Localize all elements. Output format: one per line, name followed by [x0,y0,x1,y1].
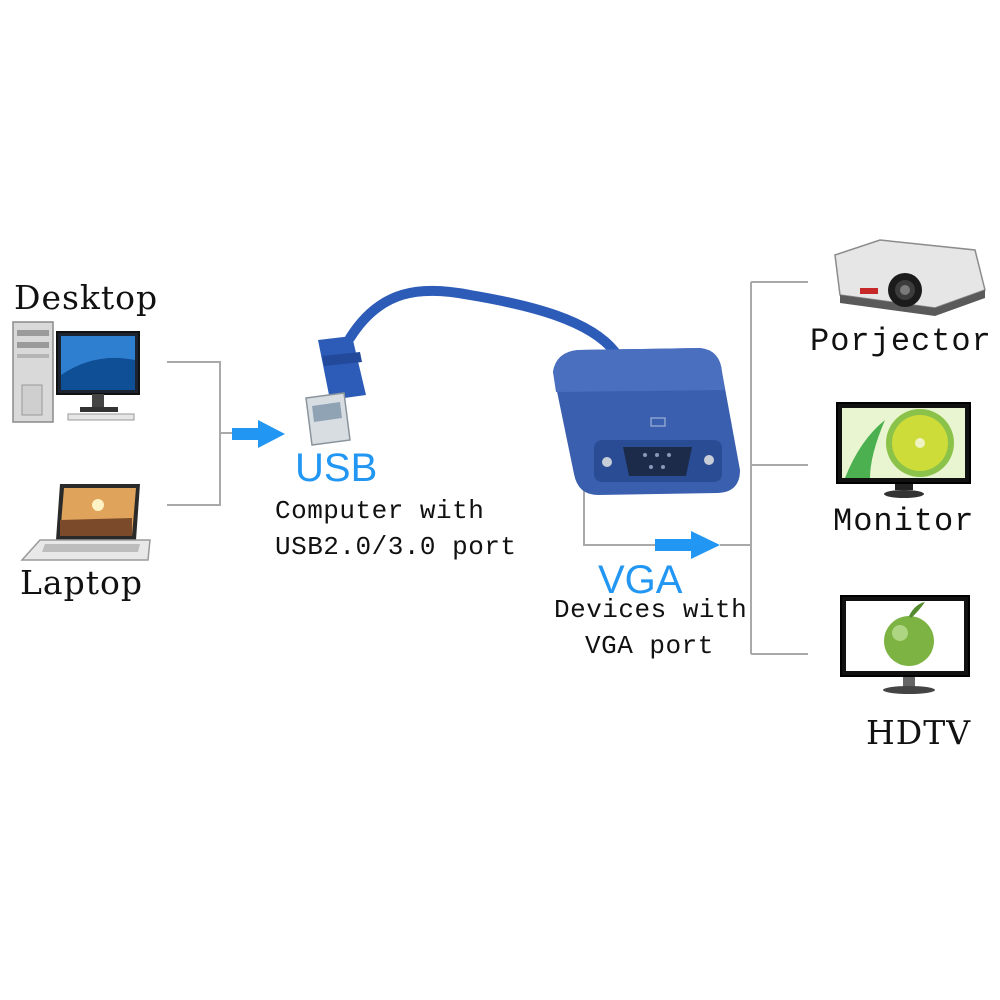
usb-vga-adapter [305,285,740,495]
vga-description-line2: VGA port [585,631,714,661]
usb-description-line2: USB2.0/3.0 port [275,532,517,562]
monitor-image [836,402,971,498]
monitor-label: Monitor [833,503,975,540]
desktop-connector-line [167,361,221,506]
vga-arrow [655,531,720,559]
adapter-output-line [583,490,655,546]
desktop-computer-image [12,321,140,423]
vga-port-label: VGA [598,558,683,602]
usb-arrow [232,420,285,448]
vga-description-line1: Devices with [554,595,748,625]
projector-image [834,239,986,316]
laptop-image [20,484,151,561]
usb-description-line1: Computer with [275,496,485,526]
usb-port-label: USB [295,446,378,490]
hdtv-label: HDTV [866,713,972,752]
hdtv-image [840,595,970,694]
laptop-label: Laptop [20,563,143,602]
projector-label: Porjector [810,323,992,360]
desktop-label: Desktop [14,278,159,317]
